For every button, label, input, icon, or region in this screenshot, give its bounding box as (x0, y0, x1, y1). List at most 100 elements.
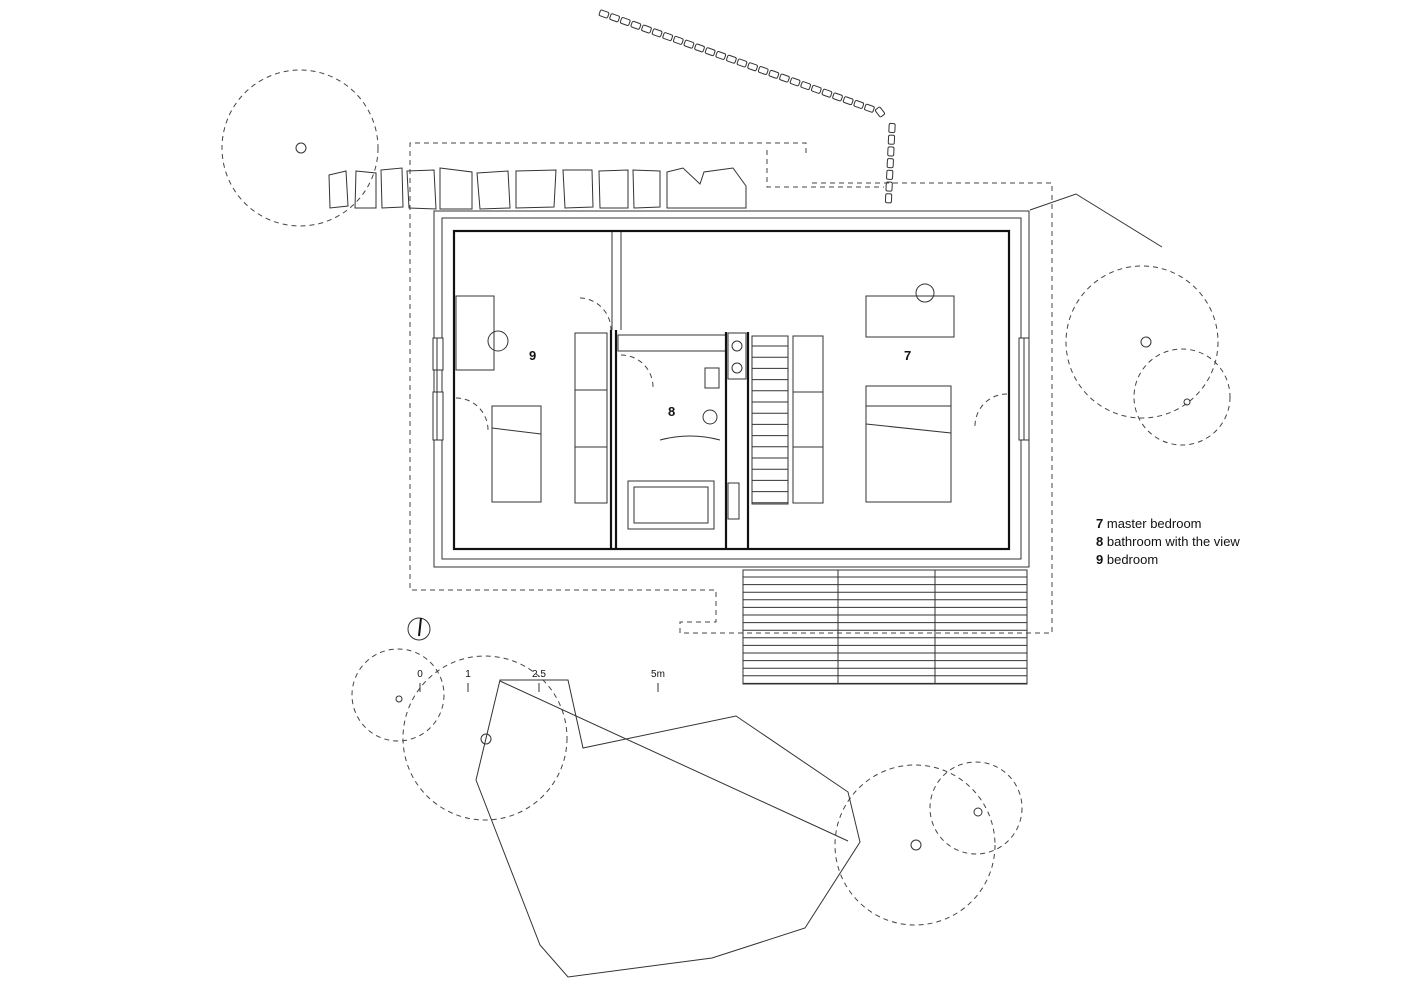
door-swing (455, 397, 489, 431)
toilet (702, 409, 718, 425)
bathroom-8 (579, 232, 750, 549)
wall-stone (821, 88, 833, 98)
boulder-ridge (499, 680, 849, 842)
tree-canopy (1133, 348, 1231, 446)
desk (865, 295, 955, 338)
tree-canopy (402, 655, 568, 821)
north-arrow-icon (407, 617, 431, 641)
door-swing (620, 354, 654, 388)
room-label-7: 7 (904, 348, 911, 363)
tree-trunk (1140, 336, 1152, 348)
legend-number: 8 (1096, 534, 1104, 549)
wall-stone (609, 13, 620, 23)
wardrobe (574, 332, 608, 504)
wall-stone (810, 84, 822, 94)
wall-stone (715, 51, 727, 60)
room-label-8: 8 (668, 404, 675, 419)
roof-outline (409, 142, 1053, 634)
tree-trunk (395, 695, 403, 703)
double-bed (865, 405, 952, 503)
wall-stone (704, 47, 716, 57)
tree-trunk (480, 733, 492, 745)
terrain-line (1029, 193, 1163, 248)
door-swing (579, 297, 612, 331)
wall-stone (887, 146, 895, 157)
wall-stone (888, 122, 896, 134)
staircase (751, 335, 789, 505)
legend-item: 9 bedroom (1096, 551, 1240, 569)
legend-number: 9 (1096, 552, 1104, 567)
scale-label-1: 1 (465, 669, 471, 680)
chair (915, 283, 935, 303)
wall-stone (694, 43, 705, 53)
building-walls (432, 210, 1030, 568)
wardrobe (792, 335, 824, 504)
wall-stone (842, 96, 854, 106)
bedroom-7-furniture (792, 283, 1008, 504)
washbasin (704, 367, 720, 389)
legend-room-name: bedroom (1106, 552, 1159, 567)
tree-trunk (1183, 398, 1191, 406)
bathtub (627, 480, 715, 530)
legend-number: 7 (1096, 516, 1104, 531)
wall-stone (800, 81, 812, 91)
stone-wall (598, 9, 896, 204)
stair-outline (751, 335, 789, 505)
tree-canopy (351, 648, 445, 742)
tree-trunk (973, 807, 983, 817)
wall-stone (779, 73, 790, 83)
bedroom-9-furniture (455, 295, 608, 504)
bed (491, 405, 542, 503)
tree-canopy (834, 764, 996, 926)
wall-stone (641, 24, 652, 34)
wall-stone (630, 20, 642, 30)
wall-stone (619, 17, 631, 26)
cooktop (727, 332, 747, 380)
room-label-9: 9 (529, 348, 536, 363)
chair (487, 330, 509, 352)
desk (455, 295, 495, 371)
wall-stone (886, 158, 894, 169)
wall-stone (887, 134, 896, 145)
tree-trunk (295, 142, 307, 154)
wall-stone (886, 169, 894, 180)
wall-stone (864, 103, 875, 113)
wall-stone (726, 54, 737, 64)
wall-stone (853, 100, 865, 109)
scale-label-3: 5m (651, 669, 665, 680)
legend-room-name: bathroom with the view (1106, 534, 1240, 549)
wall-stone (672, 35, 684, 45)
legend-room-name: master bedroom (1106, 516, 1202, 531)
wall-stone (757, 66, 769, 75)
site-trees (221, 69, 1231, 926)
deck (742, 569, 1028, 685)
legend-item: 8 bathroom with the view (1096, 533, 1240, 551)
wall-stone (747, 62, 758, 72)
scale-bar: 0 1 2.5 5m (417, 669, 665, 692)
wall-stone (598, 9, 610, 19)
legend-item: 7 master bedroom (1096, 515, 1240, 533)
room-legend: 7 master bedroom 8 bathroom with the vie… (1096, 515, 1240, 569)
tree-canopy (221, 69, 379, 227)
wall-stone (662, 32, 674, 42)
wall-stone (768, 69, 780, 79)
wall-stone (884, 193, 893, 204)
wall-stone (789, 77, 801, 87)
wall-stone (832, 92, 843, 102)
wall-stone (885, 181, 893, 192)
tree-canopy (929, 761, 1023, 855)
tree-canopy (1065, 265, 1219, 419)
stepping-stones (328, 167, 747, 210)
wall-stone (875, 106, 885, 118)
boulder-outline (475, 679, 861, 978)
door-swing (974, 393, 1008, 427)
scale-label-0: 0 (417, 669, 423, 680)
tree-trunk (910, 839, 922, 851)
scale-label-2: 2.5 (532, 669, 546, 680)
vanity (617, 334, 727, 352)
wall-stone (651, 28, 663, 38)
wall-stone (683, 39, 695, 49)
wall-stone (736, 58, 748, 68)
deck-outline (742, 569, 1028, 685)
